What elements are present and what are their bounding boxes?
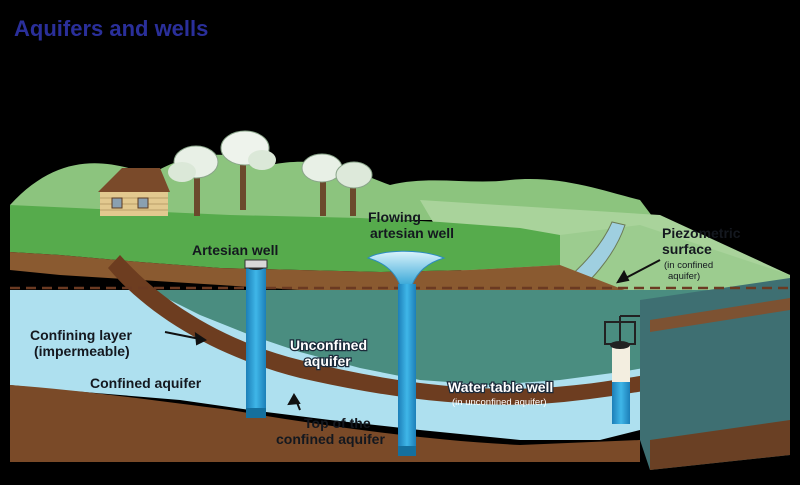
label-artesian-well: Artesian well: [192, 242, 278, 258]
confining-layer: [108, 255, 790, 405]
label-water-table-note: (in unconfined aquifer): [452, 397, 547, 408]
block-side-bedrock: [650, 420, 790, 470]
diagram-title: Aquifers and wells: [14, 16, 208, 41]
block-side-soil: [650, 298, 790, 332]
label-water-table-well: Water table well: [448, 379, 553, 395]
label-confined-aquifer: Confined aquifer: [90, 375, 202, 391]
tree-group: [168, 130, 373, 216]
label-piezometric-note: (in confined aquifer): [664, 260, 716, 282]
label-flowing-artesian-well: Flowing artesian well: [368, 209, 454, 241]
label-piezometric-surface: Piezometric surface: [662, 225, 744, 257]
bedrock: [10, 385, 640, 462]
artesian-well-icon: [244, 259, 268, 418]
label-unconfined-aquifer: Unconfined aquifer: [290, 337, 371, 369]
house-icon: [98, 168, 170, 216]
flowing-artesian-well-icon: [366, 250, 446, 456]
label-confining-layer: Confining layer (impermeable): [30, 327, 136, 359]
label-top-confined-aquifer: Top of the confined aquifer: [276, 415, 385, 447]
water-table-well-icon: [604, 315, 640, 424]
annotation-arrows: [164, 259, 661, 411]
